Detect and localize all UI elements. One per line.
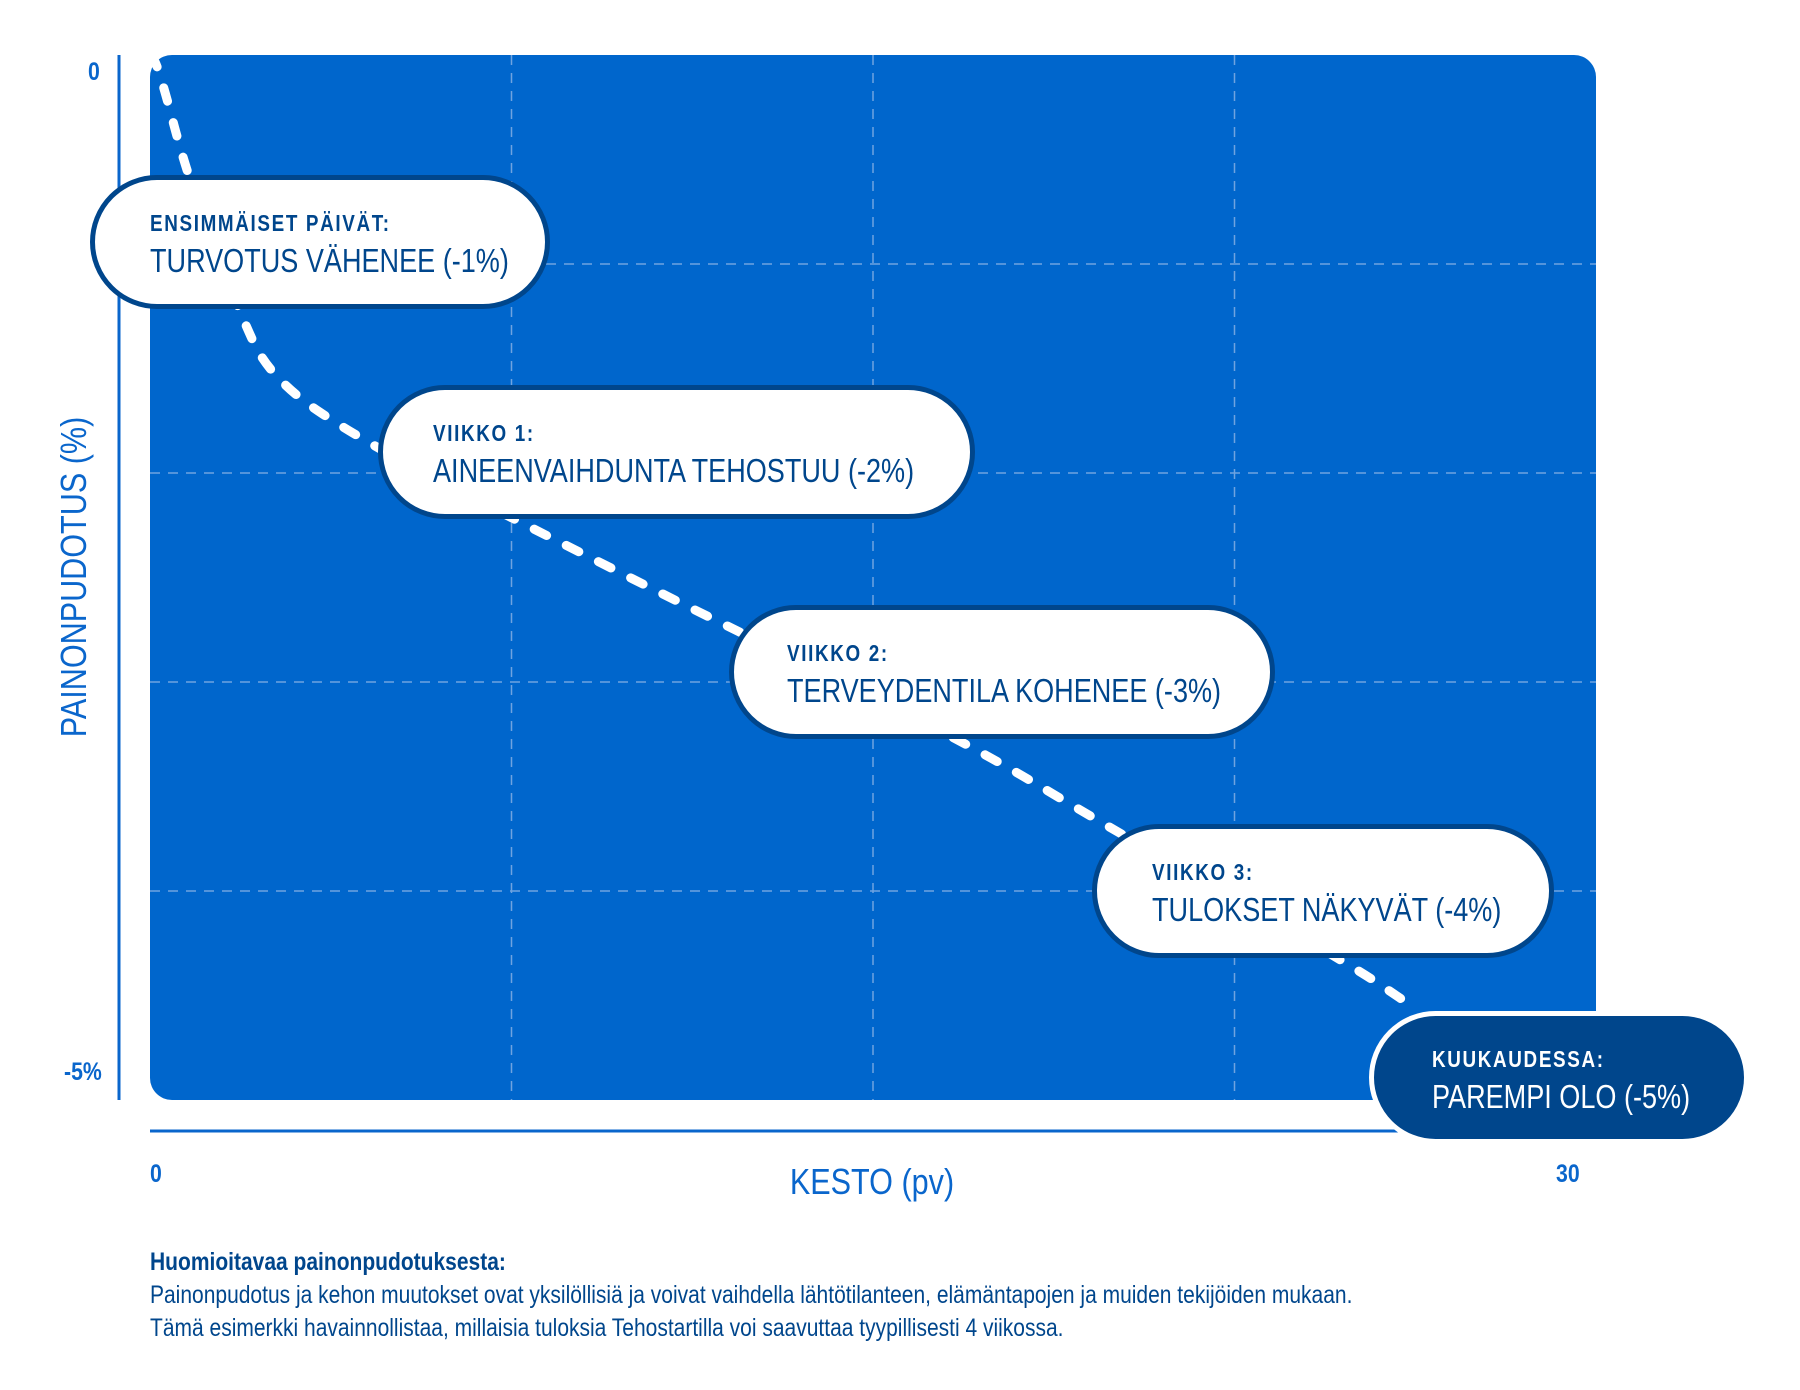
x-tick-0: 0	[150, 1160, 162, 1188]
annotation-kicker: VIIKKO 3:	[1152, 859, 1254, 885]
note-line-2: Tämä esimerkki havainnollistaa, millaisi…	[150, 1314, 1064, 1342]
y-tick-0: 0	[88, 58, 100, 86]
x-tick-30: 30	[1556, 1160, 1580, 1188]
annotation-text: TERVEYDENTILA KOHENEE (-3%)	[787, 672, 1222, 709]
y-axis-title: PAINONPUDOTUS (%)	[55, 417, 95, 738]
y-tick-minus5: -5%	[64, 1058, 102, 1086]
annotation-text: TULOKSET NÄKYVÄT (-4%)	[1152, 891, 1502, 928]
note-line-1: Painonpudotus ja kehon muutokset ovat yk…	[150, 1281, 1353, 1309]
annotation-week-3: VIIKKO 3: TULOKSET NÄKYVÄT (-4%)	[1092, 824, 1554, 958]
annotation-kicker: KUUKAUDESSA:	[1432, 1046, 1605, 1072]
note-title: Huomioitavaa painonpudotuksesta:	[150, 1248, 506, 1276]
annotation-text: AINEENVAIHDUNTA TEHOSTUU (-2%)	[433, 452, 915, 489]
annotation-kicker: VIIKKO 1:	[433, 420, 535, 446]
annotation-text: TURVOTUS VÄHENEE (-1%)	[150, 242, 509, 279]
annotation-week-2: VIIKKO 2: TERVEYDENTILA KOHENEE (-3%)	[729, 605, 1275, 739]
annotation-kicker: VIIKKO 2:	[787, 640, 889, 666]
annotation-text: PAREMPI OLO (-5%)	[1432, 1078, 1691, 1115]
annotation-month: KUUKAUDESSA: PAREMPI OLO (-5%)	[1369, 1011, 1749, 1144]
annotation-week-1: VIIKKO 1: AINEENVAIHDUNTA TEHOSTUU (-2%)	[378, 385, 975, 519]
annotation-kicker: ENSIMMÄISET PÄIVÄT:	[150, 210, 391, 236]
annotation-first-days: ENSIMMÄISET PÄIVÄT: TURVOTUS VÄHENEE (-1…	[90, 175, 550, 309]
x-axis-title: KESTO (pv)	[790, 1163, 954, 1203]
